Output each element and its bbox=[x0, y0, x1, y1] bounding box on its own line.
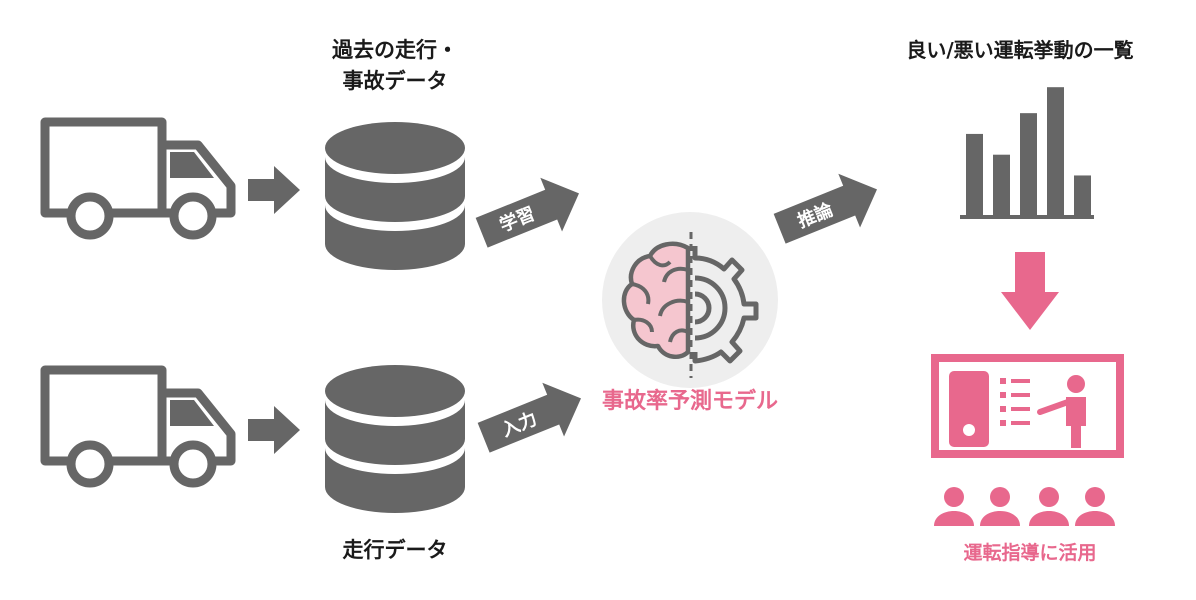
arrow-right-top bbox=[248, 166, 300, 214]
truck-icon-bottom bbox=[45, 370, 231, 483]
audience-icon bbox=[934, 487, 1115, 526]
arrow-down-icon bbox=[1001, 252, 1059, 330]
database-icon-bottom bbox=[325, 365, 465, 513]
input-arrow: 入力 bbox=[477, 382, 581, 453]
chart-bar-4 bbox=[1047, 87, 1064, 217]
learn-arrow: 学習 bbox=[475, 177, 579, 248]
bar-chart bbox=[966, 87, 1091, 217]
chart-bar-2 bbox=[993, 154, 1010, 217]
run-data-label: 走行データ bbox=[342, 538, 448, 562]
chart-bar-3 bbox=[1020, 113, 1037, 217]
model-label: 事故率予測モデル bbox=[601, 389, 778, 414]
presentation-icon bbox=[931, 354, 1124, 458]
past-data-line1: 過去の走行・ bbox=[332, 38, 458, 62]
arrow-right-bottom bbox=[248, 406, 300, 454]
infer-arrow: 推論 bbox=[773, 173, 877, 244]
chart-bar-1 bbox=[966, 133, 983, 217]
past-data-line2: 事故データ bbox=[342, 69, 448, 93]
use-label: 運転指導に活用 bbox=[963, 542, 1097, 564]
database-icon-top bbox=[325, 122, 465, 270]
truck-icon-top bbox=[45, 122, 231, 235]
chart-bar-5 bbox=[1074, 175, 1091, 217]
brain-gear-icon bbox=[602, 212, 778, 388]
past-data-label: 過去の走行・ 事故データ bbox=[330, 35, 460, 97]
list-label: 良い/悪い運転挙動の一覧 bbox=[906, 38, 1134, 62]
